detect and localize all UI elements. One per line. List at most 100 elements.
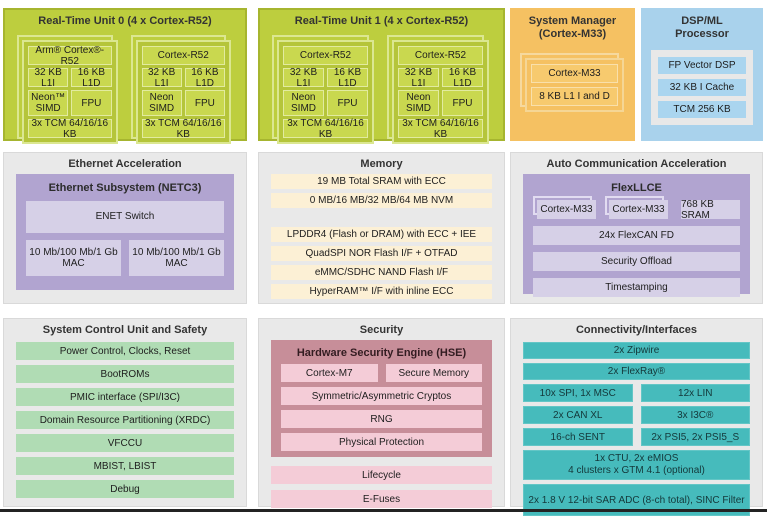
timers-row: 1x CTU, 2x eMIOS 4 clusters x GTM 4.1 (o… [523,450,750,481]
l1d-cache: 16 KB L1D [442,67,483,89]
rtu1-core0-stack: Cortex-R52 32 KB L1I 16 KB L1D Neon SIMD… [272,35,374,145]
flexllce-title: FlexLLCE [611,182,662,195]
spi-lin-row: 10x SPI, 1x MSC 12x LIN [523,384,750,403]
system-manager-card: Cortex-M33 8 KB L1 I and D [525,58,624,113]
zipwire-row: 2x Zipwire [523,342,750,360]
connectivity-rows: 2x Zipwire 2x FlexRay® 10x SPI, 1x MSC 1… [511,340,762,516]
tcm: 3x TCM 64/16/16 KB [28,118,112,140]
bootroms-row: BootROMs [16,365,234,384]
connectivity-section: Connectivity/Interfaces 2x Zipwire 2x Fl… [510,318,763,516]
rtu0-core1-card: Cortex-R52 32 KB L1I 16 KB L1D Neon SIMD… [135,40,231,145]
xrdc-row: Domain Resource Partitioning (XRDC) [16,411,234,430]
fpu: FPU [442,90,483,117]
memory-title: Memory [360,158,403,170]
dsp-title-line2: Processor [675,28,729,41]
connectivity-title: Connectivity/Interfaces [575,324,698,336]
nvm-row: 0 MB/16 MB/32 MB/64 MB NVM [271,193,492,209]
ethernet-subsystem-block: Ethernet Subsystem (NETC3) ENET Switch 1… [16,174,234,291]
debug-row: Debug [16,480,234,499]
system-manager-section: System Manager (Cortex-M33) Cortex-M33 8… [510,8,635,141]
dsp-title-line1: DSP/ML [681,15,723,27]
lin-cell: 12x LIN [640,384,750,403]
flexllce-cpu2: Cortex-M33 [609,200,668,220]
tcm: 3x TCM 64/16/16 KB [398,118,483,140]
m33-l1-cache: 8 KB L1 I and D [531,87,618,107]
timers-line2: 4 clusters x GTM 4.1 (optional) [568,465,705,477]
hyperram-row: HyperRAM™ I/F with inline ECC [271,284,492,300]
fp-vector-dsp: FP Vector DSP [658,57,746,75]
l1d-cache: 16 KB L1D [71,67,112,89]
sent-psi5-row: 16-ch SENT 2x PSI5, 2x PSI5_S [523,428,750,447]
mbist-row: MBIST, LBIST [16,457,234,476]
core-name: Arm® Cortex®-R52 [28,45,112,67]
timers-line1: 1x CTU, 2x eMIOS [594,452,679,464]
icache: 32 KB I Cache [658,79,746,97]
physical-protection-row: Physical Protection [281,433,482,452]
rtu1-cores: Cortex-R52 32 KB L1I 16 KB L1D Neon SIMD… [260,28,503,145]
l1i-cache: 32 KB L1I [283,67,324,89]
hse-cpu-row: Cortex-M7 Secure Memory [281,364,482,383]
flexllce-block: FlexLLCE Cortex-M33 Cortex-M33 768 KB SR… [523,174,750,298]
pmic-row: PMIC interface (SPI/I3C) [16,388,234,407]
flexllce-sram: 768 KB SRAM [681,199,740,221]
can-i3c-row: 2x CAN XL 3x I3C® [523,406,750,425]
rtu0-core1-stack: Cortex-R52 32 KB L1I 16 KB L1D Neon SIMD… [130,35,231,145]
sram-row: 19 MB Total SRAM with ECC [271,174,492,190]
lifecycle-row: Lifecycle [271,466,492,485]
emmc-row: eMMC/SDHC NAND Flash I/F [271,265,492,281]
bottom-edge [0,509,767,512]
can-xl-cell: 2x CAN XL [523,406,633,425]
rtu1-title: Real-Time Unit 1 (4 x Cortex-R52) [294,15,469,27]
l1i-cache: 32 KB L1I [141,67,182,89]
security-section: Security Hardware Security Engine (HSE) … [258,318,505,509]
quadspi-row: QuadSPI NOR Flash I/F + OTFAD [271,246,492,262]
power-control-row: Power Control, Clocks, Reset [16,342,234,361]
eth-mac-1: 10 Mb/100 Mb/1 Gb MAC [26,240,121,277]
neon-simd: Neon SIMD [398,90,439,117]
neon-simd: Neon SIMD [283,90,324,117]
i3c-cell: 3x I3C® [640,406,750,425]
timestamping-row: Timestamping [533,278,740,298]
memory-rows: 19 MB Total SRAM with ECC 0 MB/16 MB/32 … [259,171,504,300]
hse-secure-memory: Secure Memory [385,364,482,383]
system-manager-title-line1: System Manager [528,15,617,27]
core-name: Cortex-R52 [283,46,368,66]
memory-section: Memory 19 MB Total SRAM with ECC 0 MB/16… [258,152,505,304]
mac-row: 10 Mb/100 Mb/1 Gb MAC 10 Mb/100 Mb/1 Gb … [26,240,224,277]
flexcan-row: 24x FlexCAN FD [533,226,740,246]
lpddr4-row: LPDDR4 (Flash or DRAM) with ECC + IEE [271,227,492,243]
fpu: FPU [184,90,225,117]
l1i-cache: 32 KB L1I [398,67,439,89]
scu-safety-section: System Control Unit and Safety Power Con… [3,318,247,507]
neon-simd: Neon SIMD [141,90,182,117]
sent-cell: 16-ch SENT [523,428,633,447]
ethernet-acceleration-section: Ethernet Acceleration Ethernet Subsystem… [3,152,247,304]
fpu: FPU [71,90,112,117]
hse-block: Hardware Security Engine (HSE) Cortex-M7… [271,340,492,458]
fpu: FPU [327,90,368,117]
flexllce-cpu1: Cortex-M33 [537,200,596,220]
efuses-row: E-Fuses [271,490,492,509]
flexllce-cpu-row: Cortex-M33 Cortex-M33 768 KB SRAM [533,196,740,221]
l1d-cache: 16 KB L1D [327,67,368,89]
scu-safety-title: System Control Unit and Safety [42,324,208,336]
security-offload-row: Security Offload [533,252,740,272]
rng-row: RNG [281,410,482,429]
eth-mac-2: 10 Mb/100 Mb/1 Gb MAC [129,240,224,277]
enet-switch: ENET Switch [26,201,224,234]
system-manager-title-line2: (Cortex-M33) [538,28,607,41]
l1i-cache: 32 KB L1I [28,67,69,89]
auto-comm-title: Auto Communication Acceleration [546,158,727,170]
rtu1-section: Real-Time Unit 1 (4 x Cortex-R52) Cortex… [258,8,505,145]
core-name: Cortex-R52 [398,46,483,66]
ethernet-subsystem-title: Ethernet Subsystem (NETC3) [48,182,202,195]
rtu0-title: Real-Time Unit 0 (4 x Cortex-R52) [38,15,212,27]
flexllce-cpu2-stack: Cortex-M33 [605,196,668,220]
neon-simd: Neon™ SIMD [28,90,69,117]
rtu0-section: Real-Time Unit 0 (4 x Cortex-R52) Arm® C… [3,8,247,145]
hse-cortex-m7: Cortex-M7 [281,364,378,383]
spi-msc-cell: 10x SPI, 1x MSC [523,384,633,403]
ethernet-acceleration-title: Ethernet Acceleration [68,158,182,170]
security-title: Security [359,324,404,336]
